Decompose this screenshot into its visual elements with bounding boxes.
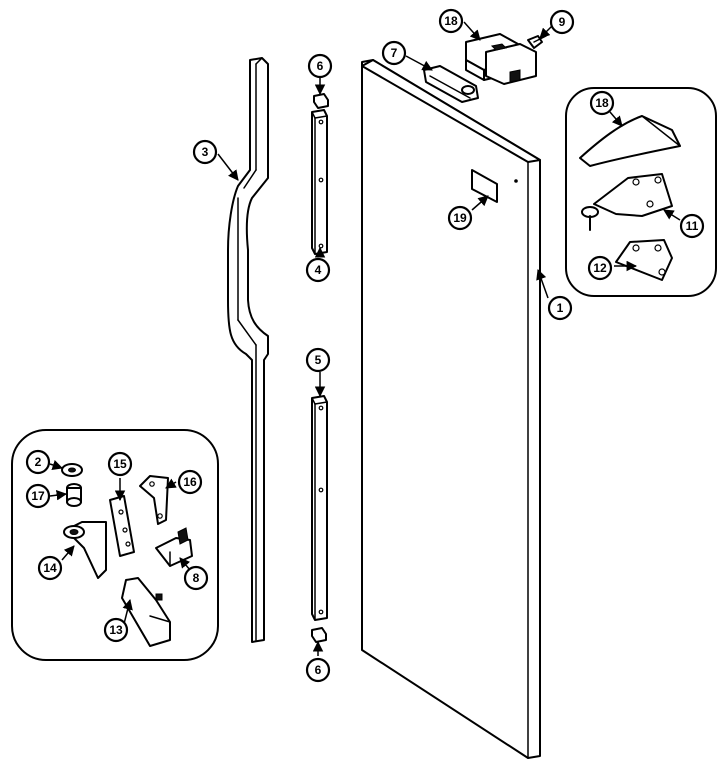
callout-12: 12 — [587, 255, 613, 281]
callout-19: 19 — [447, 205, 473, 231]
callout-18-top: 18 — [438, 8, 464, 34]
svg-text:5: 5 — [315, 353, 322, 367]
svg-text:17: 17 — [31, 489, 45, 503]
svg-text:1: 1 — [557, 301, 564, 315]
callout-15: 15 — [107, 451, 133, 477]
label-plate — [471, 169, 498, 203]
svg-text:7: 7 — [391, 46, 398, 60]
svg-text:4: 4 — [315, 263, 322, 277]
svg-text:8: 8 — [193, 571, 200, 585]
hinge-cover — [579, 115, 681, 167]
svg-text:19: 19 — [453, 211, 467, 225]
door-handle — [227, 57, 269, 643]
upper-trim-strip — [311, 109, 328, 255]
hinge-plate-upper — [581, 173, 673, 231]
hinge-block-top — [465, 33, 537, 85]
svg-text:15: 15 — [113, 457, 127, 471]
hinge-shim — [139, 475, 169, 525]
svg-text:18: 18 — [595, 96, 609, 110]
leader-lines — [49, 21, 681, 656]
washer — [61, 463, 83, 477]
callout-6-top: 6 — [307, 53, 333, 79]
callout-6-bottom: 6 — [305, 657, 331, 683]
svg-text:3: 3 — [202, 145, 209, 159]
svg-text:14: 14 — [43, 561, 57, 575]
svg-text:6: 6 — [317, 59, 324, 73]
svg-text:6: 6 — [315, 663, 322, 677]
callout-16: 16 — [177, 469, 203, 495]
callout-13: 13 — [103, 617, 129, 643]
end-cap-top — [313, 93, 329, 109]
hinge-plate-lower — [615, 239, 673, 281]
callout-1: 1 — [547, 295, 573, 321]
hinge-support-block — [121, 577, 171, 647]
bottom-hinge-bracket — [63, 521, 107, 579]
svg-text:9: 9 — [559, 15, 566, 29]
top-hinge-bracket — [423, 65, 479, 103]
svg-text:18: 18 — [444, 14, 458, 28]
callout-3: 3 — [192, 139, 218, 165]
door-panel — [361, 59, 541, 759]
callout-9: 9 — [549, 9, 575, 35]
svg-text:2: 2 — [35, 455, 42, 469]
callout-5: 5 — [305, 347, 331, 373]
svg-text:13: 13 — [109, 623, 123, 637]
end-cap-bottom — [311, 627, 327, 643]
callout-18-inset: 18 — [589, 90, 615, 116]
callout-7: 7 — [381, 40, 407, 66]
callout-8: 8 — [183, 565, 209, 591]
callout-11: 11 — [679, 213, 705, 239]
svg-text:12: 12 — [593, 261, 607, 275]
callout-4: 4 — [305, 257, 331, 283]
svg-text:11: 11 — [686, 219, 699, 233]
callout-2: 2 — [25, 449, 51, 475]
svg-text:16: 16 — [183, 475, 197, 489]
hinge-screw — [527, 35, 547, 49]
lower-trim-strip — [311, 395, 328, 621]
callout-14: 14 — [37, 555, 63, 581]
hinge-pin-bushing — [66, 483, 82, 507]
callout-17: 17 — [25, 483, 51, 509]
